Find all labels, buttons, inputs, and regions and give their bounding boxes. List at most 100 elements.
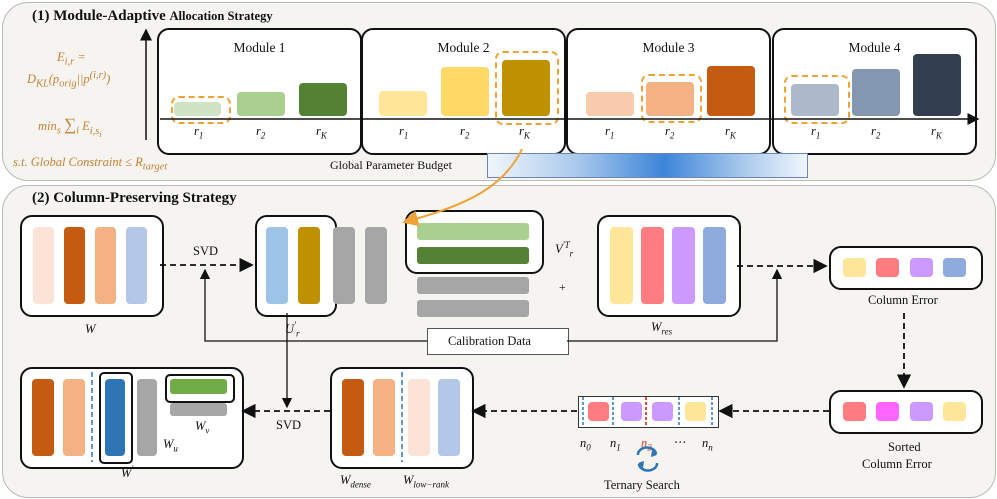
wres-column	[703, 227, 726, 304]
module-4-bar-r2	[852, 69, 900, 116]
vr-row	[417, 247, 529, 264]
ternary-search-strip	[578, 396, 719, 428]
module-4-bar-rk	[913, 54, 961, 116]
plus-sign: +	[559, 280, 566, 294]
module-3-bar-rk	[707, 66, 755, 116]
sorted-label-line1: Sorted	[888, 440, 921, 454]
cycle-icon	[636, 446, 659, 472]
module-1-bar-rk	[299, 83, 347, 116]
w-column	[126, 227, 147, 304]
module-3-bar-r2	[646, 82, 694, 116]
wprime-dense-column	[63, 379, 85, 456]
wlowrank-label: Wlow−rank	[403, 473, 449, 490]
strip-square	[652, 402, 673, 421]
calibration-data-label: Calibration Data	[448, 334, 531, 348]
weight-matrix-w	[20, 215, 164, 317]
calibration-to-svd	[199, 268, 427, 342]
selected-rank-highlight	[495, 51, 559, 125]
calibration-to-error	[567, 268, 783, 342]
sorted-error-square	[943, 402, 966, 421]
module-2-bar-r2	[441, 67, 489, 116]
column-error-box	[829, 246, 983, 290]
wu-label: Wu	[163, 437, 178, 454]
section1-title: (1) Module-Adaptive Allocation Strategy	[32, 8, 273, 24]
module-4-bar-r1	[791, 84, 839, 116]
w-column	[64, 227, 85, 304]
module-1-bar-r1	[174, 102, 221, 116]
wres-column	[641, 227, 664, 304]
n-label: n0	[580, 436, 591, 453]
svd-label-top: SVD	[193, 244, 219, 258]
strip-square	[621, 402, 642, 421]
column-error-square	[876, 258, 899, 277]
formula-constraint: s.t. Global Constraint ≤ Rtarget	[13, 155, 168, 173]
column-error-square	[943, 258, 966, 277]
module-2-box: Module 2 r1 r2 rK	[361, 28, 566, 155]
wres-label: Wres	[651, 320, 673, 337]
residual-matrix-box	[597, 215, 741, 317]
selected-rank-highlight	[641, 74, 702, 123]
wres-column	[672, 227, 695, 304]
sorted-error-square	[843, 402, 866, 421]
sorted-label-line2: Column Error	[862, 457, 932, 471]
selected-rank-highlight	[784, 75, 850, 124]
column-error-square	[910, 258, 933, 277]
section2-title: (2) Column-Preserving Strategy	[32, 190, 237, 206]
wv-truncated-row	[170, 403, 227, 416]
sorted-error-square	[876, 402, 899, 421]
strip-square	[685, 402, 706, 421]
module-3-bar-r1	[586, 92, 634, 116]
global-budget-label: Global Parameter Budget	[330, 158, 452, 172]
wv-row	[170, 379, 227, 394]
global-budget-bar	[487, 153, 808, 178]
vr-truncated-row	[417, 300, 529, 317]
module-4-title: Module 4	[848, 40, 901, 55]
rank-selection-arrow	[402, 148, 523, 227]
column-error-square	[843, 258, 866, 277]
dense-column	[342, 379, 364, 456]
formula-objective: mins ∑i Ei,si	[38, 115, 102, 139]
n-label: ⋯	[673, 435, 686, 449]
w-label: W	[85, 322, 96, 336]
ur-truncated-column	[365, 227, 387, 304]
module-4-box: Module 4 r1 r2 rK	[772, 28, 977, 155]
module-1-bar-r2	[237, 92, 285, 116]
sorted-error-square	[910, 402, 933, 421]
wu-truncated-column	[137, 379, 157, 456]
sorted-column-error-box	[829, 390, 983, 434]
module-2-title: Module 2	[437, 40, 490, 55]
v-matrix-box	[405, 210, 544, 274]
module-1-title: Module 1	[233, 40, 286, 55]
ternary-search-label: Ternary Search	[604, 478, 680, 492]
w-column	[95, 227, 116, 304]
column-error-label: Column Error	[868, 293, 938, 307]
wu-column	[105, 379, 125, 456]
wdense-label: Wdense	[340, 473, 371, 490]
module-2-bar-r1	[379, 91, 427, 116]
formula-kl-divergence: DKL(porig||p(i,r))	[27, 70, 111, 90]
lowrank-column	[438, 379, 460, 456]
formula-error-definition: Ei,r =	[57, 50, 86, 68]
svd-label-bottom: SVD	[276, 418, 302, 432]
ur-label: U′r	[285, 320, 300, 339]
u-matrix-box	[255, 215, 337, 317]
wres-column	[610, 227, 633, 304]
wv-highlight-box	[165, 374, 235, 403]
wprime-label: W′	[121, 464, 134, 481]
wu-highlight-box	[99, 372, 133, 464]
strip-square	[588, 402, 609, 421]
dense-column	[373, 379, 395, 456]
wprime-dense-column	[32, 379, 54, 456]
module-2-bar-rk	[502, 60, 550, 116]
selected-rank-highlight	[171, 96, 231, 124]
w-column	[33, 227, 54, 304]
ur-column	[298, 227, 320, 304]
vr-label: V′Tr	[555, 240, 574, 259]
vr-row	[417, 223, 529, 240]
n-label: nn	[702, 436, 713, 453]
ur-column	[266, 227, 288, 304]
module-3-title: Module 3	[642, 40, 695, 55]
module-3-box: Module 3 r1 r2 rK	[566, 28, 771, 155]
lowrank-column	[408, 379, 430, 456]
